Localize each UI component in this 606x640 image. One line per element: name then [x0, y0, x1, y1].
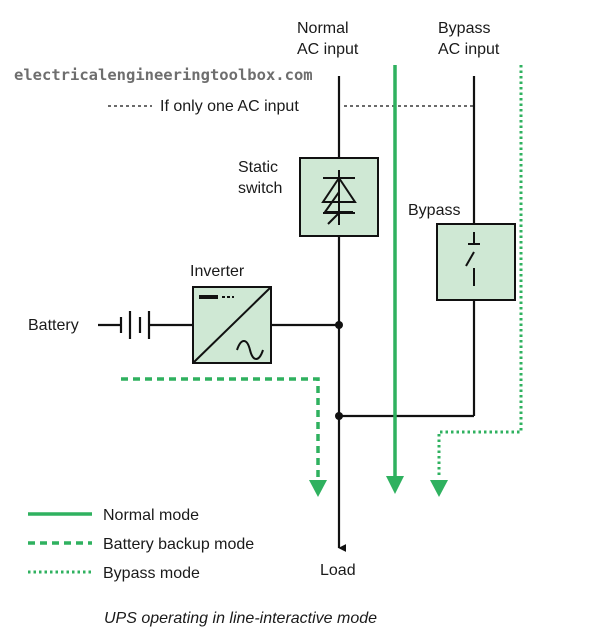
inverter-diagonal [192, 286, 272, 364]
switch-icon [465, 232, 480, 286]
legend-normal-label: Normal mode [103, 507, 199, 524]
watermark: electricalengineeringtoolbox.com [14, 66, 313, 84]
battery-backup-flow [121, 377, 327, 497]
figure-caption: UPS operating in line-interactive mode [104, 610, 377, 627]
junction-dot-inverter [335, 321, 343, 329]
legend: Normal mode Battery backup mode Bypass m… [28, 507, 254, 582]
static-switch-block [299, 157, 379, 237]
junction-dot-bypass [335, 412, 343, 420]
legend-battery-label: Battery backup mode [103, 536, 254, 553]
normal-ac-input-label-line2: AC input [297, 41, 359, 58]
static-switch-label-line2: switch [238, 180, 282, 197]
bypass-ac-input-label-line1: Bypass [438, 20, 490, 37]
load-label: Load [320, 562, 356, 579]
bypass-switch-block [436, 223, 516, 301]
ac-wave-icon [236, 340, 264, 360]
bypass-mode-flow [430, 65, 523, 497]
inverter-label: Inverter [190, 263, 245, 280]
battery-label: Battery [28, 317, 79, 334]
battery-icon [98, 311, 193, 339]
legend-bypass-label: Bypass mode [103, 565, 200, 582]
static-switch-label-line1: Static [238, 159, 278, 176]
thyristor-icon [321, 170, 357, 225]
inverter-block [192, 286, 272, 364]
one-ac-input-label: If only one AC input [160, 98, 299, 115]
bypass-ac-input-label-line2: AC input [438, 41, 500, 58]
normal-ac-input-label-line1: Normal [297, 20, 349, 37]
normal-mode-flow [386, 65, 404, 494]
bypass-switch-label: Bypass [408, 202, 460, 219]
